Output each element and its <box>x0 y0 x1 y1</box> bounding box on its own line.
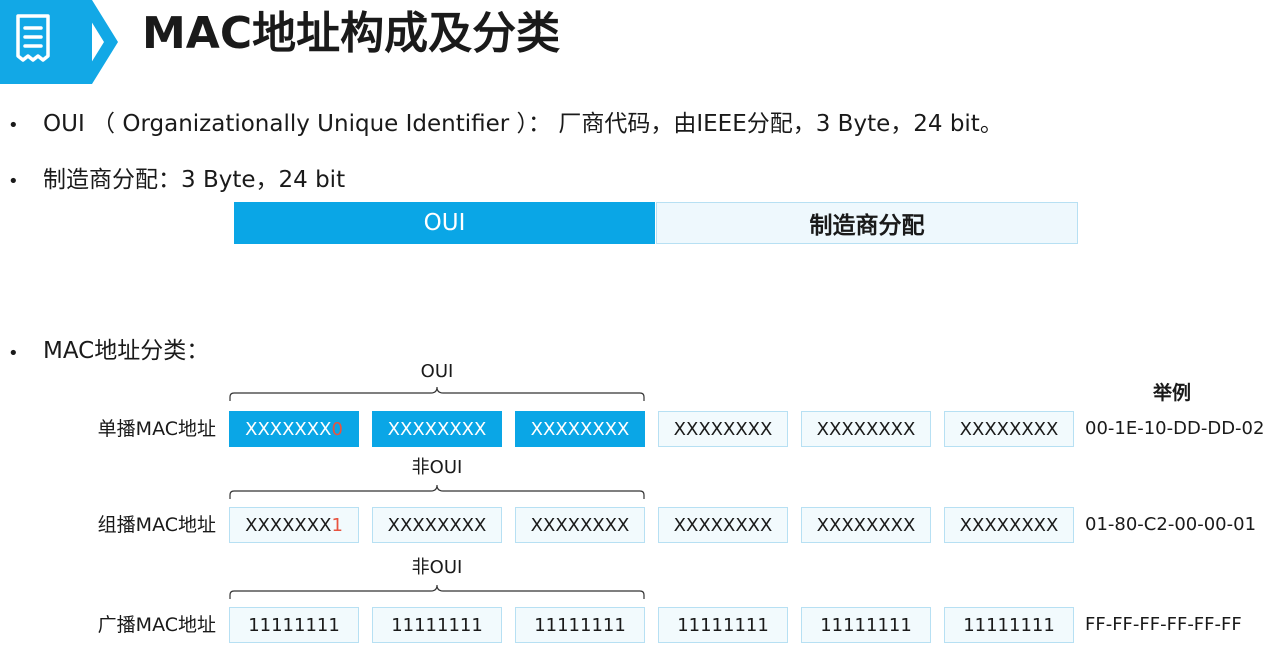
address-byte-1: 11111111 <box>229 607 359 643</box>
address-byte-3: 11111111 <box>515 607 645 643</box>
mac-classification-heading: MAC地址分类： <box>43 338 210 364</box>
address-byte-2: 11111111 <box>372 607 502 643</box>
address-byte-2: XXXXXXXX <box>372 507 502 543</box>
bullet-marker: • <box>8 343 19 364</box>
multicast-bit: 1 <box>331 514 343 536</box>
document-icon <box>16 14 50 62</box>
bullet-marker: • <box>8 171 19 192</box>
oui-definition-text: OUI （ Organizationally Unique Identifier… <box>43 111 1003 137</box>
example-column-header: 举例 <box>1153 382 1192 404</box>
non-oui-brace-label: 非OUI <box>411 457 463 478</box>
byte-prefix: XXXXXXX <box>245 514 332 536</box>
brace-bracket <box>229 484 645 499</box>
vendor-segment: 制造商分配 <box>656 202 1078 244</box>
oui-brace-label: OUI <box>420 361 454 382</box>
byte-prefix: 11111111 <box>248 614 340 636</box>
address-byte-4: XXXXXXXX <box>658 411 788 447</box>
page-title: MAC地址构成及分类 <box>142 8 561 59</box>
address-byte-5: XXXXXXXX <box>801 507 931 543</box>
address-byte-5: 11111111 <box>801 607 931 643</box>
vendor-assignment-text: 制造商分配：3 Byte，24 bit <box>43 167 346 193</box>
unicast-example: 00-1E-10-DD-DD-02 <box>1085 418 1265 439</box>
header-chevron <box>78 0 118 84</box>
address-byte-3: XXXXXXXX <box>515 411 645 447</box>
multicast-label: 组播MAC地址 <box>97 514 216 536</box>
byte-prefix: XXXXXXX <box>245 418 332 440</box>
broadcast-label: 广播MAC地址 <box>97 614 216 636</box>
address-byte-4: 11111111 <box>658 607 788 643</box>
broadcast-example: FF-FF-FF-FF-FF-FF <box>1085 614 1242 635</box>
address-byte-6: XXXXXXXX <box>944 411 1074 447</box>
bullet-marker: • <box>8 115 19 136</box>
brace-bracket <box>229 386 645 401</box>
brace-bracket <box>229 584 645 599</box>
multicast-example: 01-80-C2-00-00-01 <box>1085 514 1257 535</box>
address-byte-6: 11111111 <box>944 607 1074 643</box>
address-byte-4: XXXXXXXX <box>658 507 788 543</box>
non-oui-brace-label: 非OUI <box>411 557 463 578</box>
address-byte-2: XXXXXXXX <box>372 411 502 447</box>
unicast-bit: 0 <box>331 418 343 440</box>
header-accent-band <box>0 0 92 84</box>
address-byte-6: XXXXXXXX <box>944 507 1074 543</box>
address-byte-5: XXXXXXXX <box>801 411 931 447</box>
unicast-label: 单播MAC地址 <box>97 418 216 440</box>
oui-segment: OUI <box>234 202 655 244</box>
address-byte-3: XXXXXXXX <box>515 507 645 543</box>
